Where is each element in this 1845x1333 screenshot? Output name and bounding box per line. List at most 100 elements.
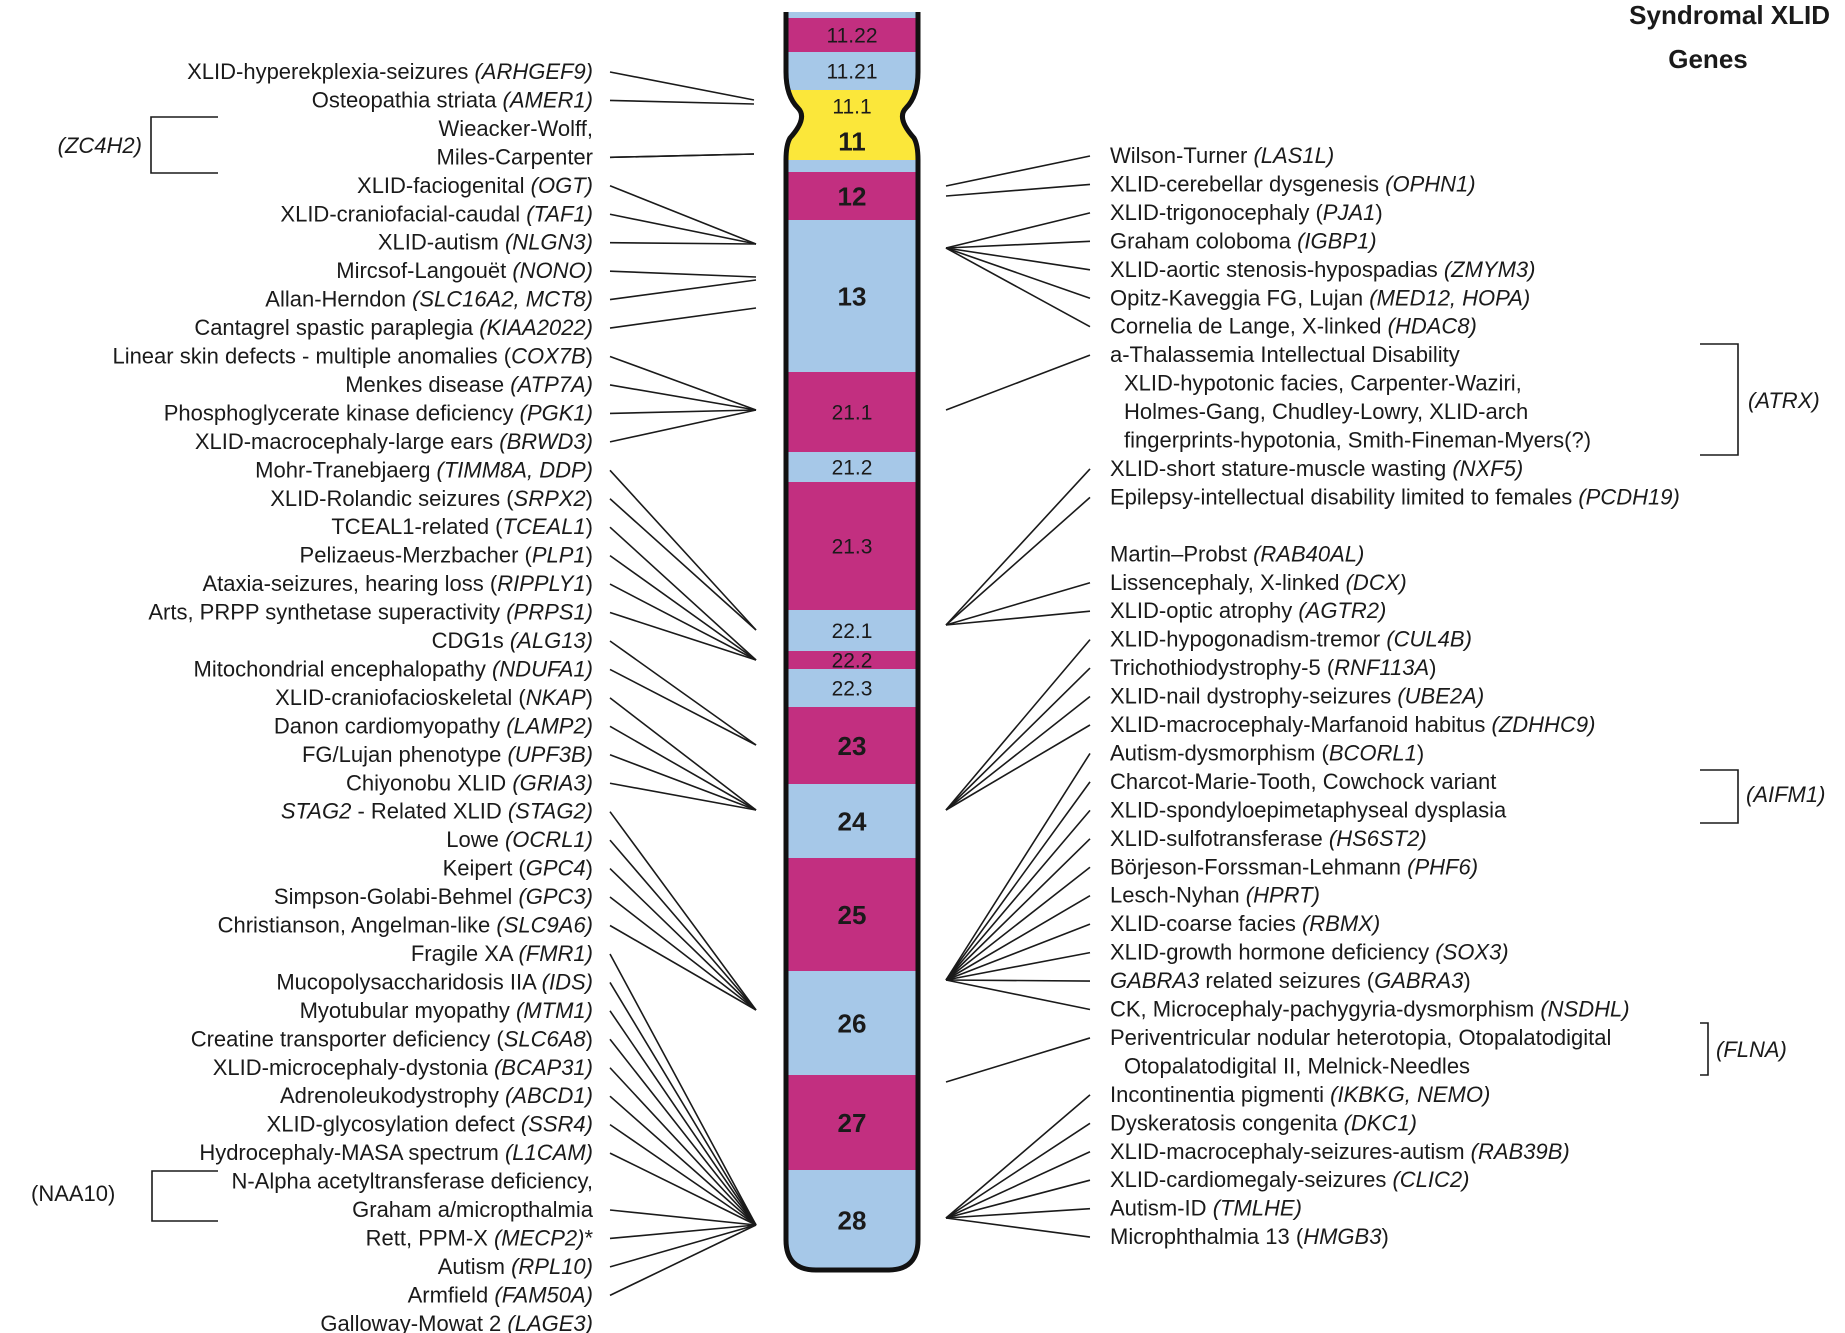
band-label-28: 28 — [838, 1205, 867, 1235]
band-26 — [786, 971, 918, 1075]
connector-line — [945, 1217, 1091, 1238]
band-label-11: 11 — [838, 126, 866, 156]
connector-line — [945, 923, 1091, 981]
connector-line — [945, 581, 1091, 626]
connector-line — [945, 155, 1091, 187]
band-label-11.1: 11.1 — [832, 96, 871, 119]
band-11 — [786, 122, 918, 160]
left-syndrome-6: XLID-autism (NLGN3) — [378, 230, 593, 255]
left-syndrome-39: N-Alpha acetyltransferase deficiency, — [231, 1169, 593, 1194]
connector-line — [609, 640, 757, 746]
connector-line — [609, 153, 755, 159]
bracket-zc4h2: (ZC4H2) — [58, 116, 218, 174]
left-syndrome-15: XLID-Rolandic seizures (SRPX2) — [270, 486, 593, 511]
band-label-23: 23 — [838, 731, 867, 761]
connector-line — [609, 1224, 757, 1240]
connector-line — [945, 838, 1091, 981]
right-syndrome-17: Trichothiodystrophy-5 (RNF113A) — [1110, 655, 1436, 680]
right-syndrome-36: Autism-ID (TMLHE) — [1110, 1196, 1302, 1221]
connector-line — [945, 240, 1091, 249]
left-syndrome-32: Mucopolysaccharidosis IIA (IDS) — [276, 969, 593, 994]
right-syndrome-list: Wilson-Turner (LAS1L)XLID-cerebellar dys… — [1110, 143, 1680, 1249]
right-syndrome-3: Graham coloboma (IGBP1) — [1110, 228, 1377, 253]
connector-line — [609, 409, 757, 443]
connector-line — [945, 979, 1091, 982]
right-syndrome-11: XLID-short stature-muscle wasting (NXF5) — [1110, 456, 1523, 481]
connector-line — [609, 241, 757, 245]
right-syndrome-26: XLID-coarse facies (RBMX) — [1110, 911, 1380, 936]
band-11.21 — [786, 52, 918, 90]
connector-lines — [609, 71, 1091, 1297]
band-13 — [786, 220, 918, 372]
band-label-22.3: 22.3 — [832, 678, 873, 701]
connector-line — [945, 247, 1091, 328]
right-syndrome-10: fingerprints-hypotonia, Smith-Fineman-My… — [1124, 428, 1591, 453]
connector-line — [945, 496, 1091, 626]
right-syndrome-22: XLID-spondyloepimetaphyseal dysplasia — [1110, 797, 1507, 822]
connector-line — [609, 526, 757, 661]
right-syndrome-28: GABRA3 related seizures (GABRA3) — [1110, 968, 1471, 993]
left-syndrome-41: Rett, PPM-X (MECP2)* — [366, 1225, 594, 1250]
chromosome-bands — [786, 12, 918, 1270]
left-syndrome-13: XLID-macrocephaly-large ears (BRWD3) — [195, 429, 593, 454]
connector-line — [609, 1067, 757, 1226]
band-label-21.2: 21.2 — [832, 457, 873, 480]
connector-line — [945, 212, 1091, 249]
band-label-25: 25 — [838, 900, 867, 930]
right-syndrome-5: Opitz-Kaveggia FG, Lujan (MED12, HOPA) — [1110, 285, 1530, 310]
band-label-26: 26 — [838, 1008, 867, 1038]
right-syndrome-16: XLID-hypogonadism-tremor (CUL4B) — [1110, 627, 1472, 652]
band-label-22.1: 22.1 — [832, 620, 873, 643]
left-syndrome-30: Christianson, Angelman-like (SLC9A6) — [218, 913, 593, 938]
connector-line — [609, 469, 757, 631]
bracket-flna-gene: (FLNA) — [1716, 1037, 1787, 1062]
connector-line — [609, 71, 755, 101]
connector-line — [945, 1151, 1091, 1219]
connector-line — [945, 895, 1091, 981]
connector-line — [945, 979, 1091, 1011]
connector-line — [945, 183, 1091, 197]
left-syndrome-28: Keipert (GPC4) — [443, 856, 593, 881]
connector-line — [945, 753, 1091, 981]
left-syndrome-16: TCEAL1-related (TCEAL1) — [331, 514, 593, 539]
connector-line — [609, 384, 757, 411]
right-syndrome-14: Lissencephaly, X-linked (DCX) — [1110, 570, 1407, 595]
right-syndrome-6: Cornelia de Lange, X-linked (HDAC8) — [1110, 314, 1477, 339]
connector-line — [609, 307, 757, 329]
diagram-title-line2: Genes — [1668, 44, 1748, 74]
left-syndrome-18: Ataxia-seizures, hearing loss (RIPPLY1) — [203, 571, 594, 596]
band-21.3 — [786, 482, 918, 610]
left-syndrome-37: XLID-glycosylation defect (SSR4) — [267, 1112, 593, 1137]
left-syndrome-14: Mohr-Tranebjaerg (TIMM8A, DDP) — [255, 457, 593, 482]
connector-line — [609, 409, 757, 415]
connector-line — [609, 270, 757, 278]
band-22.1 — [786, 610, 918, 651]
left-syndrome-29: Simpson-Golabi-Behmel (GPC3) — [274, 884, 593, 909]
left-syndrome-19: Arts, PRPP synthetase superactivity (PRP… — [148, 600, 593, 625]
right-syndrome-32: Incontinentia pigmenti (IKBKG, NEMO) — [1110, 1082, 1490, 1107]
bracket-aifm1-gene: (AIFM1) — [1746, 782, 1825, 807]
chromosome-outline — [783, 12, 921, 1273]
connector-line — [945, 1179, 1091, 1219]
connector-line — [945, 639, 1091, 811]
connector-line — [609, 1095, 757, 1226]
right-syndrome-8: XLID-hypotonic facies, Carpenter-Waziri, — [1124, 371, 1522, 396]
band-28 — [786, 1170, 918, 1270]
band-label-22.2: 22.2 — [832, 650, 873, 673]
left-syndrome-list: XLID-hyperekplexia-seizures (ARHGEF9)Ost… — [112, 59, 593, 1333]
left-syndrome-22: XLID-craniofacioskeletal (NKAP) — [275, 685, 593, 710]
band-label-11.21: 11.21 — [827, 61, 878, 84]
connector-line — [609, 554, 757, 661]
connector-line — [945, 247, 1091, 300]
band-24 — [786, 784, 918, 858]
left-syndrome-35: XLID-microcephaly-dystonia (BCAP31) — [213, 1055, 593, 1080]
connector-line — [609, 981, 757, 1226]
left-syndrome-24: FG/Lujan phenotype (UPF3B) — [302, 742, 593, 767]
band-12 — [786, 172, 918, 220]
bracket-atrx-gene: (ATRX) — [1748, 388, 1820, 413]
connector-line — [609, 1010, 757, 1226]
connector-line — [609, 1209, 757, 1226]
left-syndrome-2: Wieacker-Wolff, — [439, 116, 593, 141]
connector-line — [609, 1224, 757, 1268]
connector-line — [945, 951, 1091, 981]
